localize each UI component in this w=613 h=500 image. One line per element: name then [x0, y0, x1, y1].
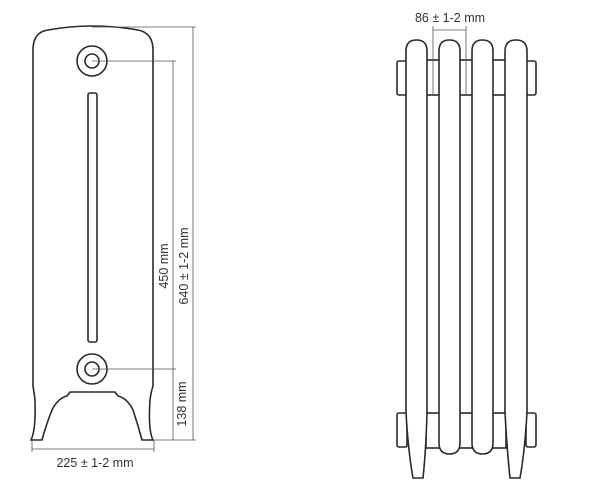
bottom-nipple	[425, 412, 441, 449]
foot-height-label: 138 mm	[175, 381, 189, 426]
section-column-2	[438, 39, 461, 455]
top-nipple	[491, 59, 507, 96]
section-column-1	[405, 39, 428, 479]
axis-distance-label: 450 mm	[157, 243, 171, 288]
section-column-4	[504, 39, 528, 479]
front-view: 450 mm 640 ± 1-2 mm 138 mm 225 ± 1-2 mm	[29, 25, 196, 470]
section-column-3	[471, 39, 494, 455]
height-label: 640 ± 1-2 mm	[177, 227, 191, 304]
width-label: 225 ± 1-2 mm	[56, 456, 133, 470]
bottom-nipple	[491, 412, 507, 449]
bottom-nipple	[458, 412, 474, 449]
side-view: 86 ± 1-2 mm	[396, 11, 537, 479]
section-pitch-label: 86 ± 1-2 mm	[415, 11, 485, 25]
center-slot	[87, 92, 98, 343]
bottom-left-plug	[396, 412, 408, 448]
bottom-right-plug	[525, 412, 537, 448]
